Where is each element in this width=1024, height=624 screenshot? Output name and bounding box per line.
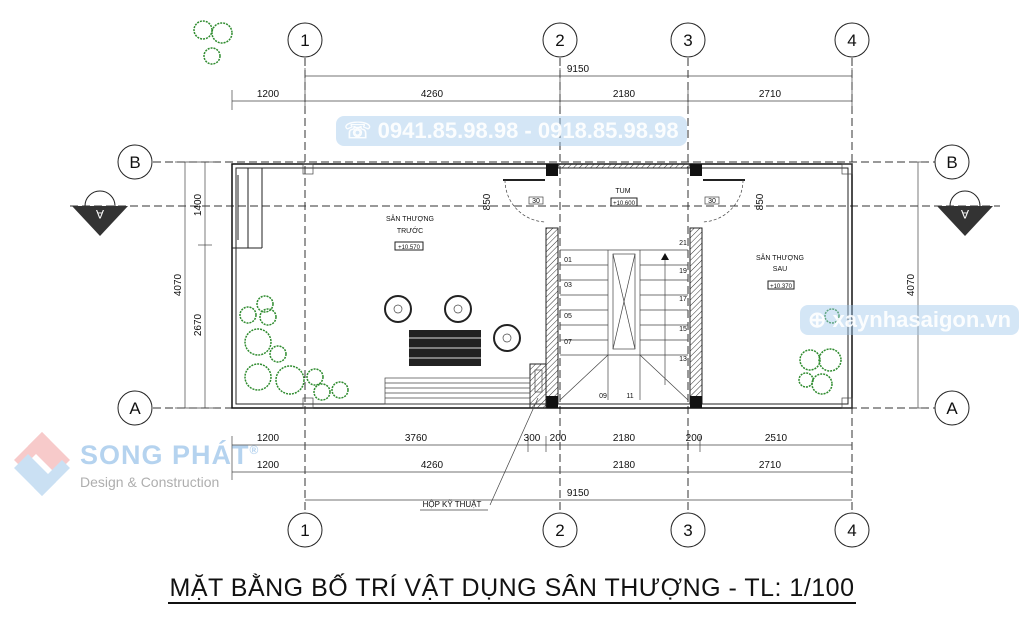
svg-text:3: 3 [683,521,692,540]
stair-step-number: 07 [564,339,572,346]
room-back-name: SÂN THƯỢNG [756,253,804,262]
room-tum-name: TUM [615,188,630,195]
dim-right-overall: 4070 [906,273,917,296]
dim-bottom: 2180 [613,433,636,444]
dim-bottom: 2180 [613,460,636,471]
svg-text:B: B [946,153,957,172]
dim-top: 1200 [257,89,280,100]
dim-top: 2710 [759,89,782,100]
dim-door: 850 [482,193,493,210]
stair-step-number: 05 [564,313,572,320]
room-front-name: TRƯỚC [397,226,423,235]
dim-bottom: 2510 [765,433,788,444]
brand-name-watermark: SONG PHÁT® [80,440,260,470]
svg-text:2: 2 [555,31,564,50]
stair-step-number: 09 [599,393,607,400]
svg-text:2: 2 [555,521,564,540]
door-tag: 30 [708,198,716,205]
grid-bubble-a-right: A [934,390,970,426]
dim-top-overall: 9150 [567,64,590,75]
walls [231,163,853,409]
section-marker-left: A [72,190,128,236]
staircase [559,249,689,401]
brand-logo-mark [14,432,70,496]
drawing-title: MẶT BẰNG BỐ TRÍ VẬT DỤNG SÂN THƯỢNG - TL… [167,574,857,604]
grid-bubble-4-bottom: 4 [834,512,870,548]
svg-text:A: A [946,399,958,418]
level-tag-back: +10.370 [770,284,793,290]
globe-icon: ⊕ [808,307,827,332]
stair-step-number: 17 [679,296,687,303]
grid-bubble-b-right: B [934,144,970,180]
table [409,330,481,366]
svg-text:A: A [96,207,104,221]
dim-top: 4260 [421,89,444,100]
svg-text:A: A [129,399,141,418]
stools [384,295,521,352]
dim-bottom: 200 [686,433,703,444]
svg-text:4: 4 [847,521,856,540]
grid-bubble-1-bottom: 1 [287,512,323,548]
phone-watermark: ☏ 0941.85.98.98 - 0918.85.98.98 [336,116,687,146]
stair-step-number: 15 [679,326,687,333]
svg-text:3: 3 [683,31,692,50]
technical-box-label: HỘP KỸ THUẬT [423,500,482,509]
svg-text:1: 1 [300,521,309,540]
stair-direction-arrow-icon [661,253,669,260]
door-tag: 30 [532,198,540,205]
dim-bottom: 1200 [257,433,280,444]
dim-bottom: 300 [524,433,541,444]
door-front [503,179,546,223]
stair-step-number: 21 [679,240,687,247]
stair-step-number: 11 [626,393,633,400]
dim-bottom: 1200 [257,460,280,471]
dim-left: 1400 [193,193,204,216]
stair-step-number: 03 [564,282,572,289]
grid-bubble-1-top: 1 [287,22,323,58]
stair-step-number: 13 [679,356,687,363]
svg-text:4: 4 [847,31,856,50]
dim-bottom: 3760 [405,433,428,444]
stair-step-number: 01 [564,257,572,264]
grid-bubble-3-top: 3 [670,22,706,58]
grid-bubble-2-bottom: 2 [542,512,578,548]
room-back-name: SAU [773,266,787,273]
dim-bottom: 2710 [759,460,782,471]
grid-bubble-3-bottom: 3 [670,512,706,548]
svg-text:1: 1 [300,31,309,50]
section-marker-right: A [937,190,993,236]
plants [193,20,842,401]
dim-bottom: 4260 [421,460,444,471]
grid-bubble-2-top: 2 [542,22,578,58]
dim-bottom-overall: 9150 [567,488,590,499]
dim-left: 2670 [193,313,204,336]
svg-text:A: A [961,207,969,221]
bench [384,377,531,405]
stair-step-number: 19 [679,268,687,275]
grid-bubble-4-top: 4 [834,22,870,58]
dim-bottom: 200 [550,433,567,444]
dimension-lines [175,68,926,501]
grid-bubble-b-left: B [117,144,153,180]
dim-left-overall: 4070 [173,273,184,296]
svg-text:B: B [129,153,140,172]
grid-bubble-a-left: A [117,390,153,426]
brand-tagline-watermark: Design & Construction [80,474,220,490]
website-watermark: ⊕ xaynhasaigon.vn [800,305,1020,335]
level-tag-tum: +10.600 [613,201,636,207]
dim-top: 2180 [613,89,636,100]
room-front-name: SÂN THƯỢNG [386,214,434,223]
door-back [702,179,745,223]
dim-door: 850 [755,193,766,210]
level-tag-front: +10.570 [398,245,421,251]
